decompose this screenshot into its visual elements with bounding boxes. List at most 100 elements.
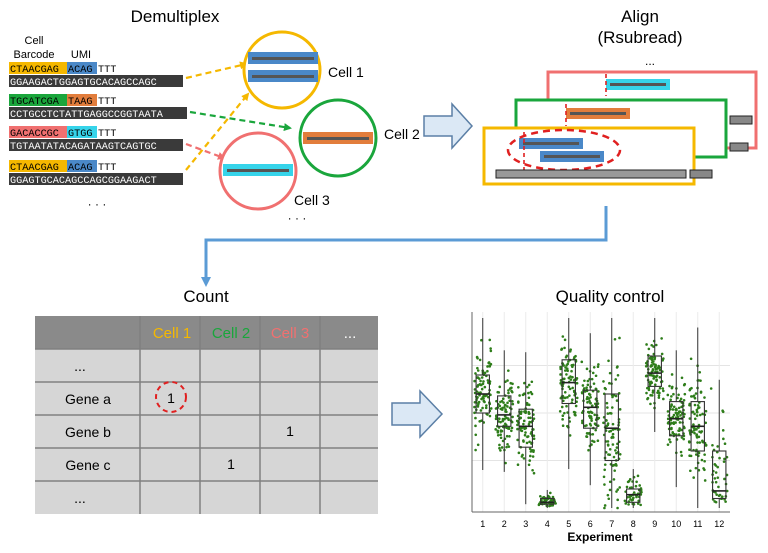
- qc-point: [529, 416, 532, 420]
- qc-point: [694, 392, 698, 395]
- qc-point: [606, 493, 610, 497]
- qc-point: [523, 433, 527, 437]
- qc-point: [592, 365, 596, 369]
- qc-point: [678, 429, 681, 432]
- qc-point: [477, 377, 481, 380]
- qc-point: [506, 401, 509, 405]
- gene-track: [495, 169, 687, 179]
- qc-point: [527, 463, 531, 467]
- qc-point: [680, 405, 683, 409]
- qc-point: [568, 350, 572, 353]
- qc-point: [497, 426, 501, 429]
- qc-point: [509, 381, 513, 385]
- qc-point: [688, 417, 692, 420]
- qc-point: [689, 469, 692, 473]
- qc-point: [583, 379, 586, 383]
- qc-point: [654, 370, 657, 373]
- qc-point: [488, 365, 492, 368]
- qc-point: [671, 408, 675, 411]
- qc-box: [497, 395, 512, 427]
- qc-point: [616, 506, 619, 510]
- qc-point: [597, 390, 600, 393]
- qc-point: [713, 463, 717, 466]
- qc-point: [670, 385, 674, 389]
- qc-point: [571, 375, 574, 379]
- qc-point: [545, 498, 548, 502]
- qc-point: [590, 443, 593, 446]
- block-arrow-to-qc: [391, 389, 444, 439]
- read-4: CTAACGAG ACAG TTT GGAGTGCACAGCCAGCGGAAGA…: [9, 160, 183, 187]
- qc-point: [473, 379, 476, 383]
- qc-point: [506, 443, 509, 446]
- align-title: Align: [621, 7, 659, 26]
- qc-point: [670, 373, 674, 376]
- qc-point: [476, 396, 479, 399]
- qc-point: [608, 453, 612, 456]
- qc-point: [716, 476, 720, 479]
- qc-point: [703, 453, 706, 456]
- qc-box: [561, 359, 576, 405]
- qc-point: [508, 399, 511, 403]
- qc-point: [559, 396, 563, 400]
- qc-point: [649, 393, 652, 397]
- qc-point: [563, 396, 567, 400]
- read-barcode: GACACCGC: [10, 129, 59, 140]
- qc-point: [522, 422, 525, 426]
- qc-point: [593, 413, 596, 417]
- qc-point: [603, 506, 606, 510]
- qc-point: [674, 407, 678, 411]
- qc-point: [562, 399, 565, 403]
- qc-point: [694, 453, 698, 456]
- qc-point: [698, 441, 702, 444]
- qc-point: [527, 396, 531, 400]
- qc-point: [506, 379, 509, 382]
- qc-box: [604, 393, 619, 462]
- qc-point: [503, 422, 507, 426]
- qc-point: [559, 365, 562, 369]
- qc-point: [527, 383, 531, 387]
- qc-point: [672, 405, 676, 409]
- qc-point: [653, 365, 657, 369]
- qc-point: [484, 394, 487, 398]
- qc-point: [696, 441, 699, 444]
- qc-point: [635, 480, 638, 484]
- count-cell: 1: [286, 423, 294, 439]
- qc-point: [611, 443, 615, 446]
- qc-point: [568, 387, 572, 391]
- qc-point: [561, 335, 565, 338]
- qc-x-tick-label: 6: [588, 519, 593, 529]
- qc-point: [696, 404, 700, 407]
- qc-point: [680, 376, 684, 380]
- qc-point: [476, 385, 479, 388]
- qc-point: [505, 445, 508, 449]
- qc-point: [476, 369, 480, 372]
- read-sequence: CCTGCCTCTATTGAGGCCGGTAATA: [10, 110, 164, 121]
- qc-point: [608, 430, 611, 433]
- qc-point: [500, 399, 504, 403]
- qc-point: [526, 435, 530, 438]
- qc-point: [606, 412, 610, 415]
- qc-point: [654, 363, 657, 367]
- qc-point: [692, 423, 695, 426]
- qc-point: [611, 422, 615, 426]
- qc-point: [596, 365, 600, 369]
- qc-box: [518, 408, 533, 448]
- qc-point: [693, 417, 697, 421]
- qc-x-tick-label: 8: [631, 519, 636, 529]
- qc-point: [682, 398, 686, 402]
- qc-point: [655, 379, 658, 382]
- qc-point: [501, 397, 505, 400]
- qc-point: [480, 397, 483, 401]
- qc-point: [506, 405, 509, 408]
- qc-point: [674, 411, 678, 415]
- qc-point: [611, 432, 615, 436]
- qc-point: [704, 421, 708, 425]
- qc-point: [528, 440, 531, 444]
- qc-point: [498, 417, 501, 421]
- qc-box: [583, 389, 598, 429]
- qc-point: [565, 373, 568, 376]
- qc-point: [486, 365, 489, 368]
- qc-point: [518, 394, 521, 397]
- qc-point: [625, 485, 629, 489]
- qc-point: [498, 446, 501, 450]
